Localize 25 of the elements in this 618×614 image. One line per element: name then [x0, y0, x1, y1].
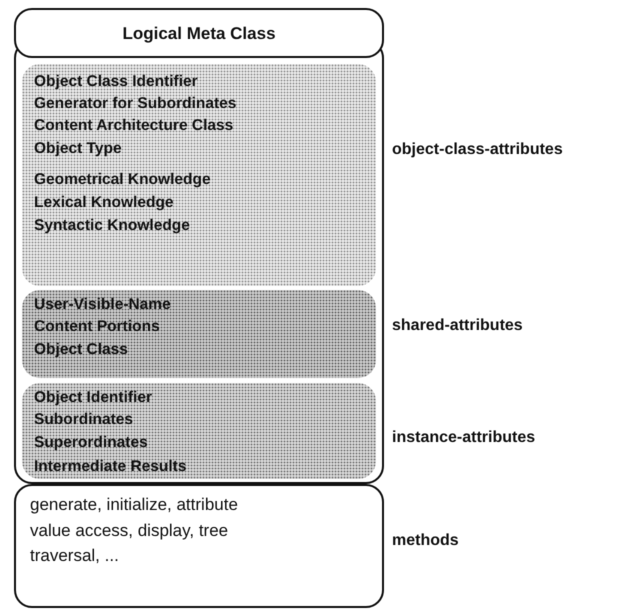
section-label: shared-attributes	[392, 317, 523, 335]
class-header	[14, 8, 384, 58]
attribute-group	[22, 290, 376, 378]
section-label: methods	[392, 532, 459, 550]
attribute-name: Object Type	[34, 139, 122, 159]
method-list: generate, initialize, attribute value access, display, tree traversal, ...	[30, 492, 265, 568]
attribute-name: Geometrical Knowledge	[34, 170, 211, 190]
attribute-name: Object Class	[34, 340, 128, 360]
attribute-name: Generator for Subordinates	[34, 94, 236, 114]
attribute-name: Lexical Knowledge	[34, 193, 174, 213]
class-title: Logical Meta Class	[121, 23, 277, 45]
attribute-name: Object Identifier	[34, 388, 152, 408]
attribute-name: Intermediate Results	[34, 457, 186, 477]
attribute-group	[22, 383, 376, 479]
attribute-name: User-Visible-Name	[34, 295, 171, 315]
attribute-name: Superordinates	[34, 433, 148, 453]
attribute-name: Content Portions	[34, 317, 160, 337]
section-label: instance-attributes	[392, 429, 536, 447]
attribute-name: Syntactic Knowledge	[34, 216, 190, 236]
section-label: object-class-attributes	[392, 141, 563, 159]
methods-box	[14, 484, 384, 608]
attribute-name: Subordinates	[34, 410, 134, 430]
attribute-name: Content Architecture Class	[34, 116, 234, 136]
attribute-name: Object Class Identifier	[34, 72, 198, 92]
attribute-group	[22, 64, 376, 286]
